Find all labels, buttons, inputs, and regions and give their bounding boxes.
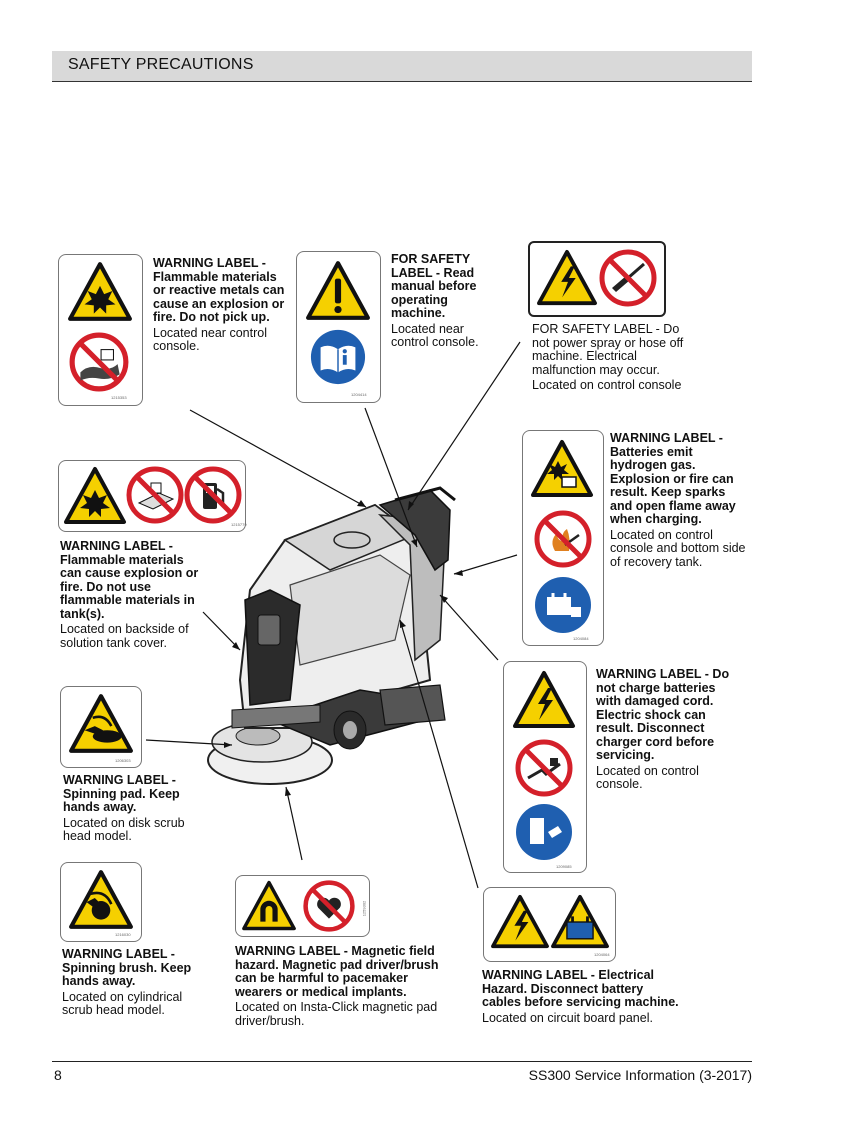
label-heading: WARNING LABEL - Do not charge batteries …	[596, 667, 730, 762]
no-open-flame-icon	[533, 509, 593, 569]
label-card-flammable-tank: 1215779	[58, 460, 247, 532]
label-card-reactive-metals: 1215353	[58, 254, 143, 406]
no-fuel-icon	[183, 465, 243, 525]
label-text-no-spray: FOR SAFETY LABEL - Do not power spray or…	[532, 322, 697, 393]
label-code: 1209085	[556, 864, 572, 869]
label-heading: FOR SAFETY LABEL - Read manual before op…	[391, 252, 477, 320]
label-text-spinning-brush: WARNING LABEL - Spinning brush. Keep han…	[62, 947, 207, 1018]
label-text-spinning-pad: WARNING LABEL - Spinning pad. Keep hands…	[63, 773, 203, 844]
label-location: Located on disk scrub head model.	[63, 815, 185, 843]
spinning-brush-icon	[68, 869, 134, 931]
label-card-spinning-brush: 1216030	[60, 862, 142, 942]
label-location: Located on control console	[532, 378, 682, 392]
label-text-magnetic-field: WARNING LABEL - Magnetic field hazard. M…	[235, 944, 455, 1028]
label-code: 1204414	[351, 392, 367, 397]
battery-disconnect-icon	[551, 894, 609, 949]
label-code: 1206303	[115, 758, 131, 763]
label-location: Located near control console.	[153, 325, 267, 353]
label-text-damaged-cord: WARNING LABEL - Do not charge batteries …	[596, 667, 736, 792]
label-code: 1204064	[594, 952, 610, 957]
label-card-battery-gas: 1204084	[522, 430, 604, 646]
electrical-hazard-icon	[513, 671, 575, 728]
label-text-read-manual: FOR SAFETY LABEL - Read manual before op…	[391, 252, 496, 350]
label-card-spinning-pad: 1206303	[60, 686, 142, 768]
label-location: Located on circuit board panel.	[482, 1010, 653, 1025]
label-heading: WARNING LABEL - Batteries emit hydrogen …	[610, 431, 736, 526]
label-heading: WARNING LABEL - Flammable materials or r…	[153, 256, 285, 324]
page-number: 8	[54, 1067, 62, 1083]
label-code: 1215779	[231, 522, 247, 527]
label-location: Located on backside of solution tank cov…	[60, 622, 189, 650]
label-heading: WARNING LABEL - Magnetic field hazard. M…	[235, 944, 439, 999]
label-location: Located on control console and bottom si…	[610, 527, 746, 569]
page-title: SAFETY PRECAUTIONS	[68, 56, 254, 73]
label-card-read-manual: 1204414	[296, 251, 381, 403]
label-text-battery-cables: WARNING LABEL - Electrical Hazard. Disco…	[482, 968, 682, 1025]
explosion-warning-icon	[67, 261, 133, 323]
label-code: 1204084	[573, 636, 589, 641]
label-card-no-spray	[528, 241, 666, 317]
label-card-damaged-cord: 1209085	[503, 661, 587, 873]
label-heading: WARNING LABEL - Flammable materials can …	[60, 539, 199, 621]
section-header: SAFETY PRECAUTIONS	[52, 51, 752, 82]
no-damaged-cord-icon	[514, 738, 574, 798]
label-code: 1215353	[111, 395, 127, 400]
footer-divider	[52, 1061, 752, 1062]
label-text-flammable-tank: WARNING LABEL - Flammable materials can …	[60, 539, 200, 650]
general-warning-icon	[305, 260, 371, 322]
magnetic-field-icon	[242, 880, 296, 931]
electrical-hazard-icon	[491, 894, 549, 949]
explosion-warning-icon	[64, 467, 126, 524]
electrical-hazard-icon	[537, 249, 597, 306]
label-location: Located on Insta-Click magnetic pad driv…	[235, 1000, 438, 1028]
no-metal-pickup-icon	[68, 331, 130, 393]
battery-charging-icon	[535, 577, 591, 633]
label-text-reactive-metals: WARNING LABEL - Flammable materials or r…	[153, 256, 288, 354]
label-text-battery-gas: WARNING LABEL - Batteries emit hydrogen …	[610, 431, 750, 569]
label-heading: FOR SAFETY LABEL - Do not power spray or…	[532, 322, 684, 377]
label-card-magnetic-field: 1259302	[235, 875, 370, 937]
battery-explosion-icon	[531, 440, 593, 497]
label-location: Located on control console.	[596, 763, 699, 791]
label-heading: WARNING LABEL - Electrical Hazard. Disco…	[482, 968, 679, 1009]
label-location: Located near control console.	[391, 321, 479, 349]
disconnect-plug-icon	[516, 804, 572, 860]
no-flammable-materials-icon	[125, 465, 185, 525]
spinning-pad-icon	[68, 693, 134, 755]
read-manual-icon	[310, 329, 366, 385]
label-card-battery-cables: 1204064	[483, 887, 616, 962]
label-heading: WARNING LABEL - Spinning pad. Keep hands…	[63, 773, 180, 814]
no-spray-icon	[598, 248, 658, 308]
no-pacemaker-icon	[302, 879, 356, 933]
label-heading: WARNING LABEL - Spinning brush. Keep han…	[62, 947, 192, 988]
label-code: 1216030	[115, 932, 131, 937]
document-title: SS300 Service Information (3-2017)	[528, 1067, 752, 1083]
label-code: 1259302	[361, 900, 367, 917]
label-location: Located on cylindrical scrub head model.	[62, 989, 183, 1017]
